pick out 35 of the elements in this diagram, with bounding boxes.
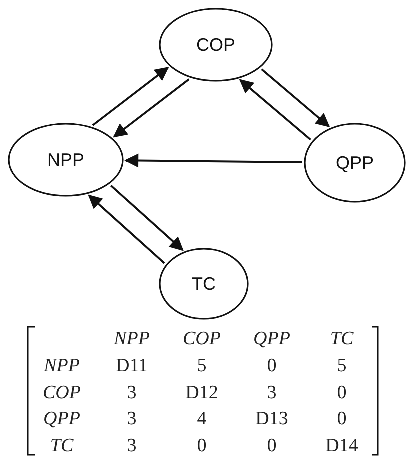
matrix-header: NPP [114, 330, 150, 348]
matrix-entry: 5 [197, 356, 207, 376]
arrow [110, 184, 184, 252]
arrow [124, 154, 302, 168]
matrix-entry: 0 [337, 384, 347, 402]
matrix-entry: 0 [197, 436, 207, 456]
arrow [261, 68, 330, 128]
matrix-entry: D13 [256, 410, 288, 428]
arrow [92, 66, 170, 126]
matrix-entry: 3 [127, 436, 137, 456]
matrix-header: NPP [44, 356, 80, 376]
matrix-header: TC [50, 436, 74, 456]
matrix-header: COP [183, 330, 221, 348]
matrix-entry: 0 [267, 356, 277, 376]
matrix-entry: 3 [127, 384, 137, 402]
arrow [113, 78, 190, 138]
matrix-entry: 0 [267, 436, 277, 456]
matrix-header: COP [43, 384, 81, 402]
node-label: TC [192, 274, 216, 294]
matrix-header: QPP [254, 330, 290, 348]
node-label: NPP [47, 150, 84, 170]
matrix-entry: 3 [127, 410, 137, 428]
matrix-entry: 4 [197, 410, 207, 428]
matrix-entry: 0 [337, 410, 347, 428]
matrix-header: TC [330, 330, 354, 348]
node-label: COP [196, 34, 236, 56]
arrow [88, 194, 166, 264]
matrix-entry: 3 [267, 384, 277, 402]
matrix-header: QPP [44, 410, 80, 428]
matrix-entry: D12 [186, 384, 218, 402]
arrow [239, 79, 312, 141]
matrix-entry: D14 [326, 436, 358, 456]
matrix-entry: D11 [116, 356, 148, 376]
matrix-entry: 5 [337, 356, 347, 376]
node-label: QPP [336, 152, 374, 174]
